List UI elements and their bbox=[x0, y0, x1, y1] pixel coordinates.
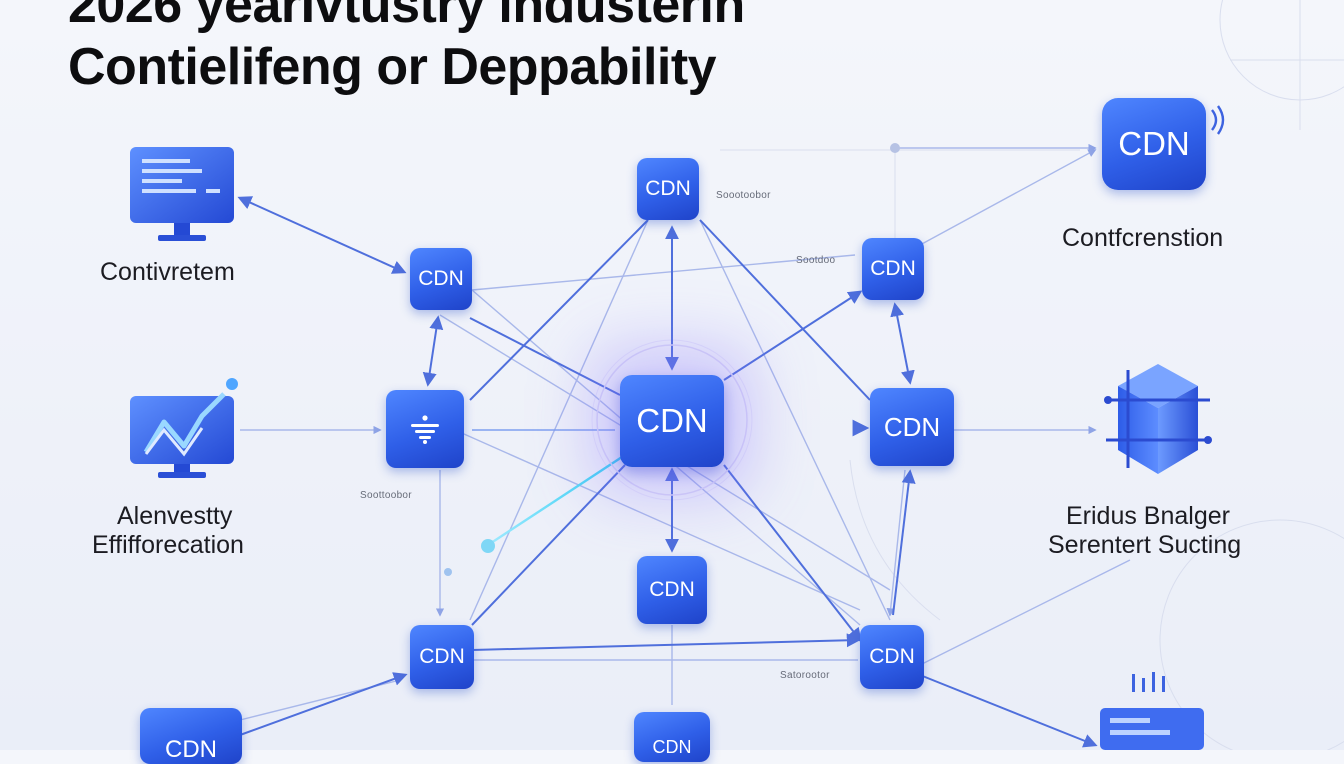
title-line-2: Contielifeng or Deppability bbox=[68, 38, 717, 96]
edge-cdn1-hub bbox=[469, 317, 621, 396]
edge-hub-cdn8 bbox=[723, 464, 862, 643]
edge-node4-cdn8 bbox=[892, 469, 916, 616]
cdn-node-top[interactable]: CDN bbox=[637, 158, 699, 220]
label-left-mid-line2: Effifforecation bbox=[92, 531, 244, 559]
edge-cross-4 bbox=[454, 429, 861, 611]
label-right-top: Contfcrenstion bbox=[1062, 224, 1224, 252]
cdn-node-bottom-partial[interactable]: CDN bbox=[634, 712, 710, 762]
page-title: 2026 yearIvtustry industerin Contielifen… bbox=[68, 0, 745, 98]
edge-node-cdn8-light bbox=[886, 469, 906, 617]
edge-cdn3-bigcdn bbox=[919, 149, 1097, 246]
filter-icon bbox=[411, 415, 439, 444]
small-label-right-of-left: Sootdoo bbox=[796, 255, 836, 266]
label-right-mid-line2: Serentert Sucting bbox=[1048, 531, 1242, 559]
junction-dot bbox=[890, 143, 900, 153]
edge-cross-2 bbox=[469, 219, 649, 621]
edge-cdn8-right bbox=[919, 559, 1131, 666]
edge-folder-cdn7 bbox=[239, 672, 408, 736]
cdn-node-right[interactable]: CDN bbox=[870, 388, 954, 466]
edge-cdn1-cdn3 bbox=[471, 254, 856, 291]
edge-hub-cdn7 bbox=[471, 464, 626, 626]
small-label-left-middle: Soottoobor bbox=[360, 490, 412, 501]
cube-network-icon bbox=[1104, 364, 1212, 474]
cdn-node-right-bottom[interactable]: CDN bbox=[860, 625, 924, 689]
cdn-node-left-bottom[interactable]: CDN bbox=[410, 625, 474, 689]
edge-cdn2-filter bbox=[469, 219, 649, 401]
small-label-bottom-right: Satorootor bbox=[780, 670, 830, 681]
edge-cdn1-filter bbox=[422, 315, 444, 387]
cdn-folder-bottom-left[interactable]: CDN bbox=[140, 708, 242, 764]
title-line-1: 2026 yearIvtustry industerin bbox=[68, 0, 745, 34]
cdn-node-top-right-large[interactable]: CDN bbox=[1102, 98, 1206, 190]
edge-cdn2-node4 bbox=[699, 219, 871, 401]
signal-dot-small bbox=[444, 568, 452, 576]
wifi-signal-icon bbox=[1211, 105, 1225, 135]
monitor-icon bbox=[130, 147, 234, 241]
filter-node[interactable] bbox=[386, 390, 464, 468]
edge-dot-hub-cyan bbox=[487, 453, 626, 547]
small-label-top-center: Soootoobor bbox=[716, 190, 771, 201]
chart-monitor-icon bbox=[130, 378, 238, 478]
edge-monitor-cdn1 bbox=[237, 196, 407, 274]
cdn-node-left-top[interactable]: CDN bbox=[410, 248, 472, 310]
edge-cross-3 bbox=[699, 219, 891, 621]
cdn-node-bottom-center[interactable]: CDN bbox=[637, 556, 707, 624]
server-rack-icon bbox=[1100, 672, 1204, 750]
edge-cdn8-server bbox=[919, 674, 1098, 748]
hub-cdn-node[interactable]: CDN bbox=[620, 375, 724, 467]
label-left-top: Contivretem bbox=[100, 258, 235, 286]
label-right-mid-line1: Eridus Bnalger bbox=[1066, 502, 1230, 530]
hub-ring bbox=[596, 344, 748, 496]
edge-hub-cdn3 bbox=[723, 290, 863, 381]
label-left-mid-line1: Alenvestty bbox=[117, 502, 233, 530]
signal-dot bbox=[481, 539, 495, 553]
cdn-node-right-top[interactable]: CDN bbox=[862, 238, 924, 300]
edge-cdn7-cdn8 bbox=[471, 633, 861, 651]
edge-cdn3-node4 bbox=[890, 302, 915, 385]
